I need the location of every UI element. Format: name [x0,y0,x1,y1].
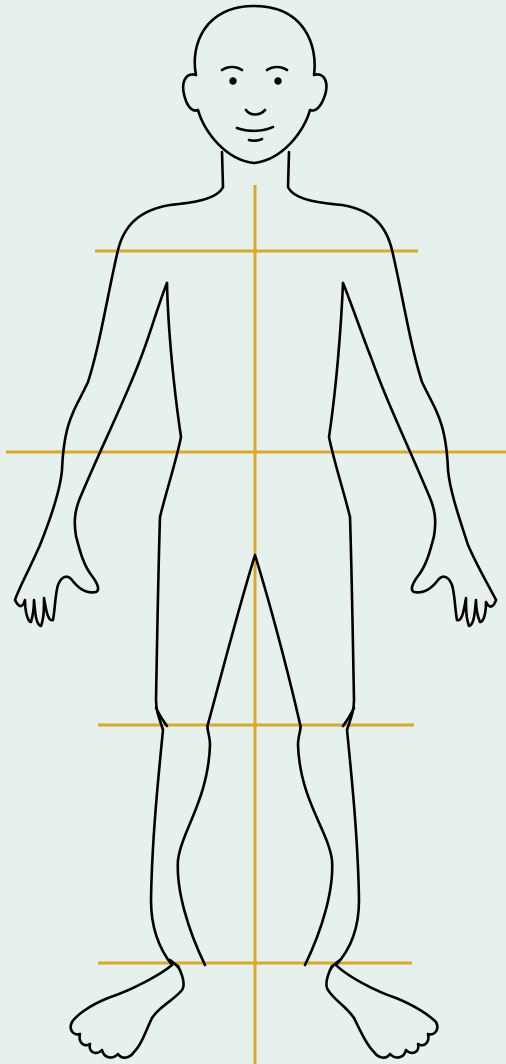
right-leg-outer [336,517,359,965]
left-foot [71,965,184,1058]
left-torso-side [160,283,181,517]
right-eye [276,79,281,84]
left-hand [15,498,98,626]
torso-right-contour [288,152,496,600]
guide-lines [6,185,506,1064]
right-foot [326,965,437,1058]
right-torso-side [329,283,350,517]
left-inner-arm [80,283,167,498]
chin-line [249,139,262,141]
right-hand [412,498,496,626]
left-eye [231,79,236,84]
left-brow [222,67,242,70]
right-inner-arm [343,283,430,498]
left-leg-outer [151,517,172,965]
right-brow [267,67,287,70]
mouth [237,127,273,131]
torso-left-contour [15,152,223,600]
nose [246,110,265,115]
face [222,67,287,141]
